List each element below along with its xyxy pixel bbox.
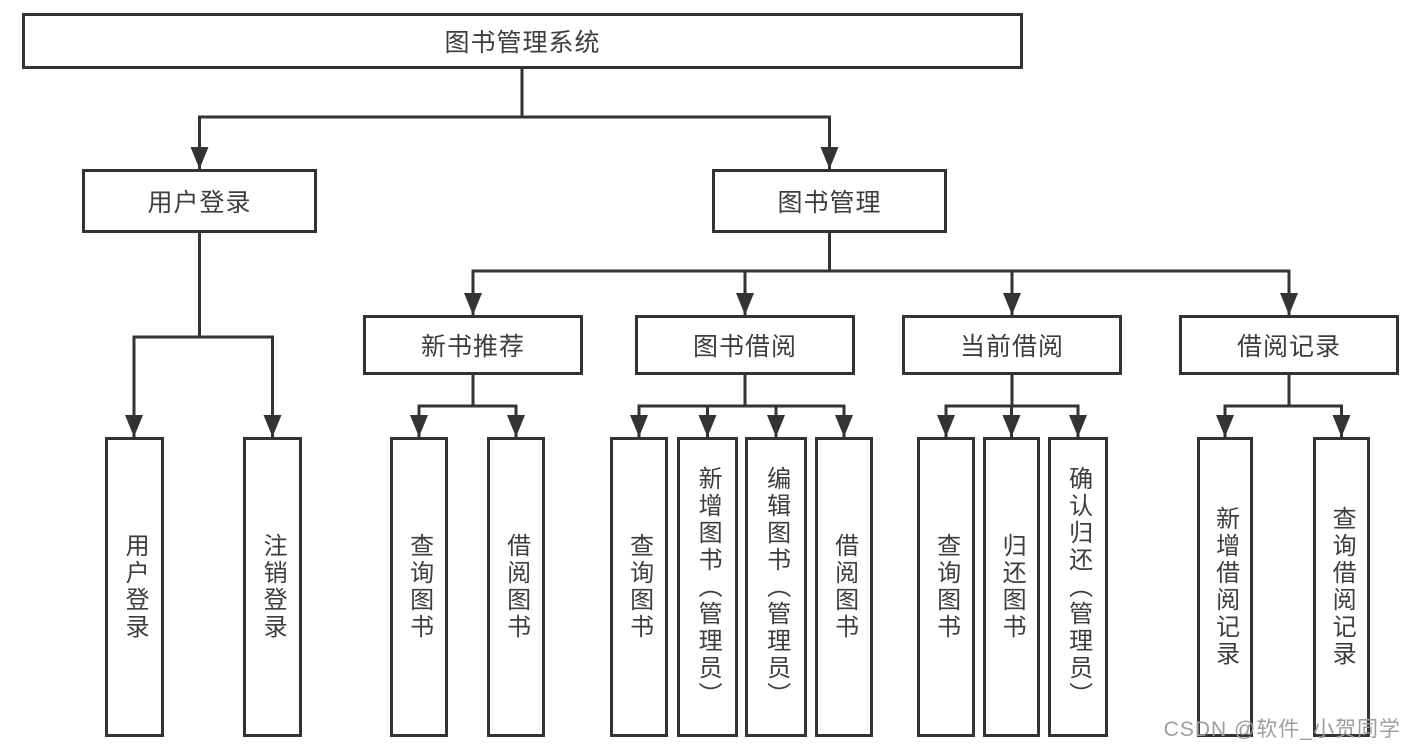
leaf-current-query-books: 查询图书 [917,437,975,737]
leaf-user-login: 用户登录 [105,437,164,737]
node-current-borrowing: 当前借阅 [902,315,1122,375]
leaf-borrowing-add-books-admin: 新增图书（管理员） [677,437,738,737]
node-book-borrowing-label: 图书借阅 [692,333,797,361]
leaf-records-add-record: 新增借阅记录 [1197,437,1253,737]
leaf-borrowing-edit-books-admin-label: 编辑图书（管理员） [762,465,790,709]
leaf-records-add-record-label: 新增借阅记录 [1211,506,1239,668]
node-user-login: 用户登录 [82,169,317,233]
node-book-management: 图书管理 [712,169,947,233]
node-borrowing-records-label: 借阅记录 [1236,333,1341,361]
leaf-recommend-query-books-label: 查询图书 [405,533,433,641]
leaf-current-confirm-return-admin-label: 确认归还（管理员） [1064,465,1092,709]
leaf-current-return-books-label: 归还图书 [998,533,1026,641]
node-user-login-label: 用户登录 [147,189,252,217]
leaf-borrowing-query-books-label: 查询图书 [625,533,653,641]
node-book-management-label: 图书管理 [777,189,882,217]
leaf-records-query-record-label: 查询借阅记录 [1328,506,1356,668]
leaf-borrowing-edit-books-admin: 编辑图书（管理员） [745,437,807,737]
leaf-borrowing-add-books-admin-label: 新增图书（管理员） [694,465,722,709]
node-borrowing-records: 借阅记录 [1179,315,1399,375]
node-book-borrowing: 图书借阅 [635,315,855,375]
leaf-current-query-books-label: 查询图书 [932,533,960,641]
node-root-label: 图书管理系统 [444,29,601,57]
leaf-borrowing-query-books: 查询图书 [610,437,668,737]
node-current-borrowing-label: 当前借阅 [959,333,1064,361]
csdn-watermark: CSDN @软件_小贺同学 [1163,718,1401,741]
leaf-recommend-query-books: 查询图书 [390,437,448,737]
leaf-logout-label: 注销登录 [259,533,287,641]
node-root: 图书管理系统 [22,13,1023,69]
leaf-current-confirm-return-admin: 确认归还（管理员） [1048,437,1108,737]
leaf-user-login-label: 用户登录 [121,533,149,641]
leaf-borrowing-borrow-books-label: 借阅图书 [830,533,858,641]
node-new-book-recommend-label: 新书推荐 [420,333,525,361]
leaf-logout: 注销登录 [243,437,302,737]
leaf-recommend-borrow-books-label: 借阅图书 [502,533,530,641]
leaf-records-query-record: 查询借阅记录 [1313,437,1370,737]
leaf-current-return-books: 归还图书 [983,437,1040,737]
leaf-borrowing-borrow-books: 借阅图书 [815,437,873,737]
leaf-recommend-borrow-books: 借阅图书 [487,437,545,737]
node-new-book-recommend: 新书推荐 [363,315,583,375]
